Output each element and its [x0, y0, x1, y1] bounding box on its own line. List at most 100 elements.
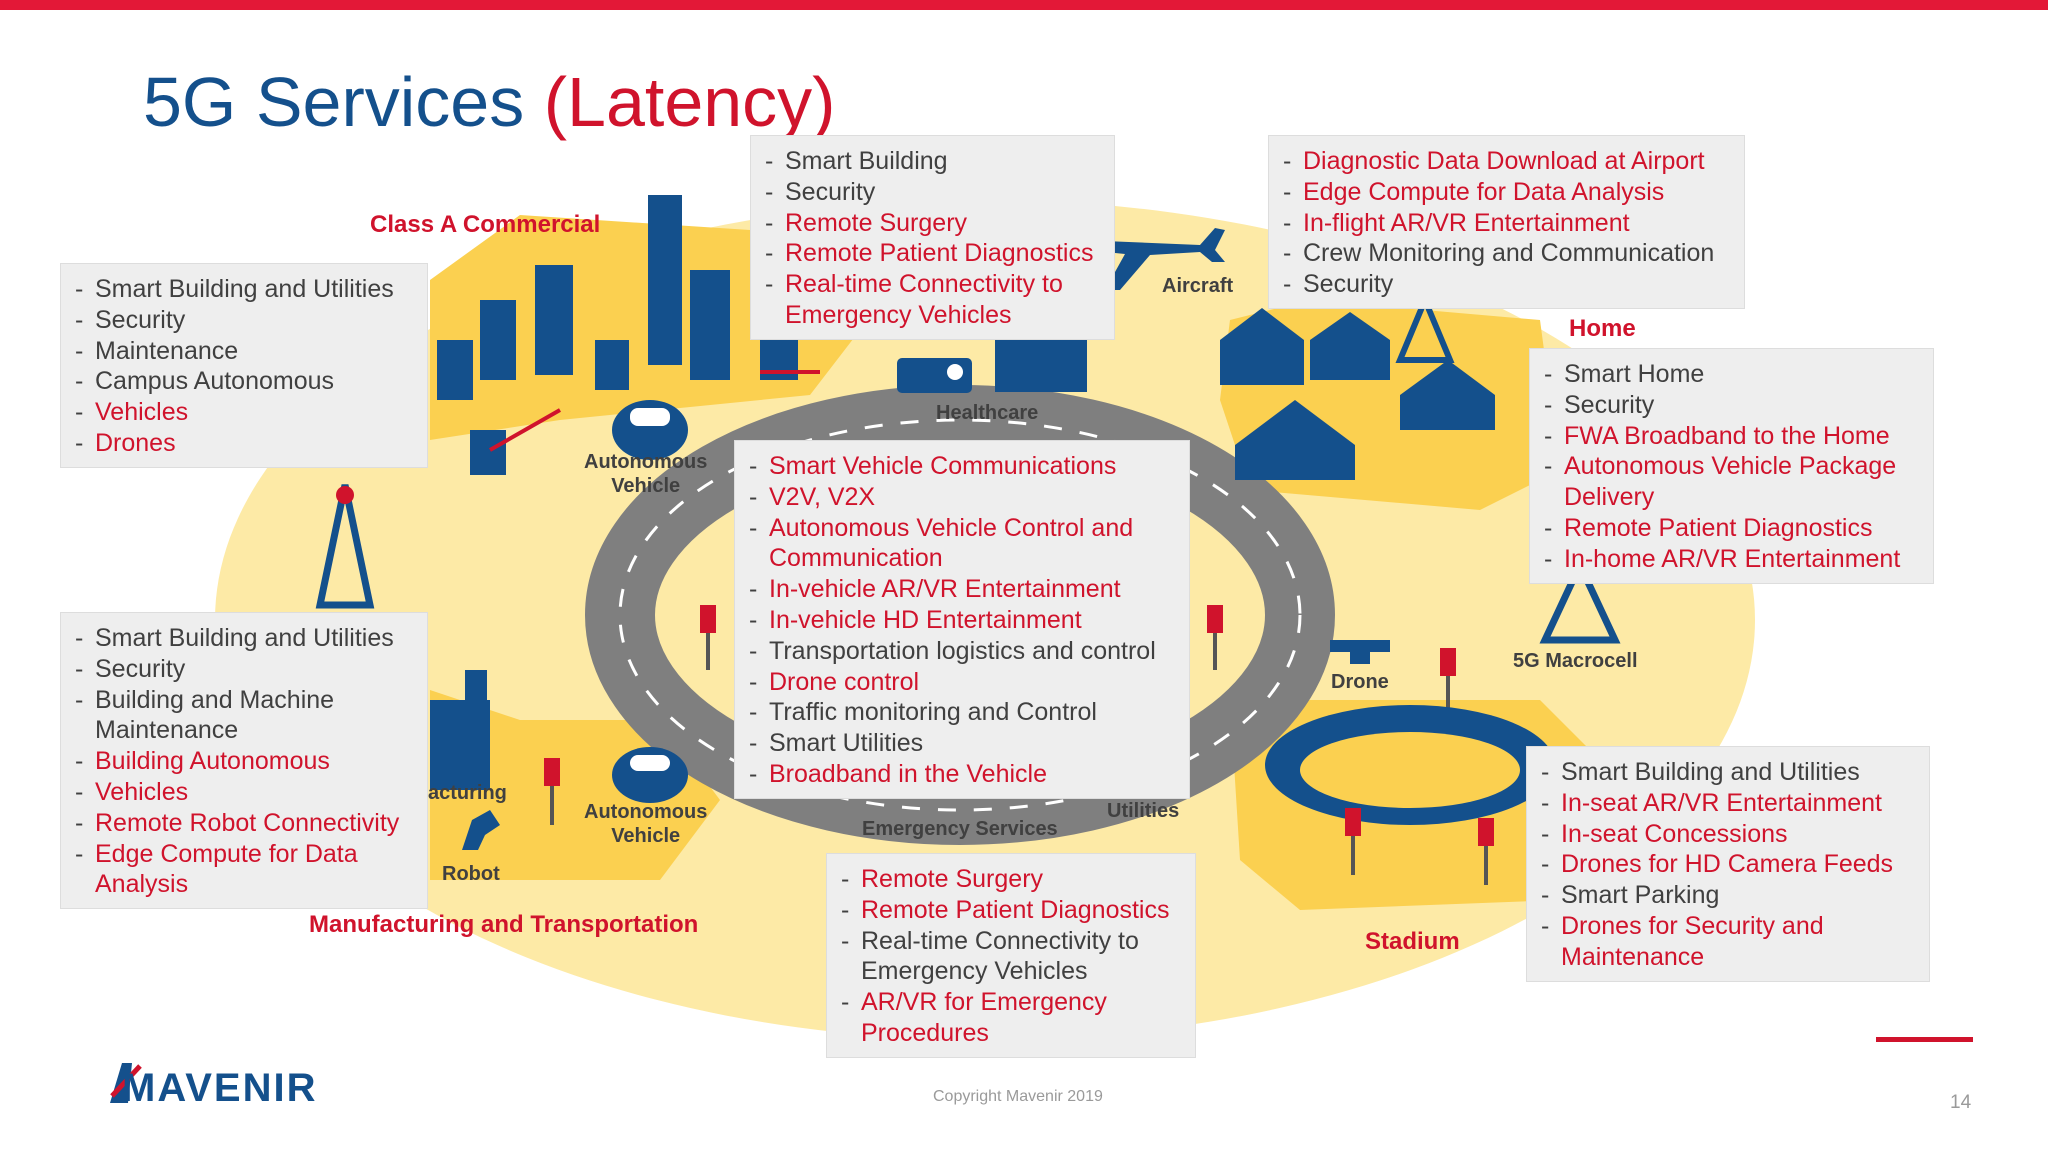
building-icon	[690, 270, 730, 380]
label-home: Home	[1569, 315, 1636, 342]
house-icon	[1220, 308, 1304, 385]
box-vehicle-services: Smart Vehicle CommunicationsV2V, V2XAuto…	[734, 440, 1190, 799]
building-icon	[648, 195, 682, 365]
service-item: Building and Machine Maintenance	[75, 685, 413, 747]
service-item: In-home AR/VR Entertainment	[1544, 544, 1919, 575]
service-item: Autonomous Vehicle Package Delivery	[1544, 451, 1919, 513]
mavenir-logo: MAVENIR	[122, 1066, 318, 1110]
small-cell-icon	[1207, 605, 1223, 633]
box-home-services: Smart HomeSecurityFWA Broadband to the H…	[1529, 348, 1934, 584]
service-item: Drones for Security and Maintenance	[1541, 911, 1915, 973]
service-item: In-flight AR/VR Entertainment	[1283, 208, 1730, 239]
small-cell-icon	[1345, 808, 1361, 836]
service-item: In-vehicle AR/VR Entertainment	[749, 574, 1175, 605]
page-number: 14	[1950, 1092, 1972, 1113]
building-icon	[437, 340, 473, 400]
label-emergency-services: Emergency Services	[862, 818, 1058, 840]
service-item: Smart Vehicle Communications	[749, 451, 1175, 482]
service-item: V2V, V2X	[749, 482, 1175, 513]
service-item: Smart Building	[765, 146, 1100, 177]
box-stadium-services: Smart Building and UtilitiesIn-seat AR/V…	[1526, 746, 1930, 982]
service-item: Security	[765, 177, 1100, 208]
service-item: Smart Building and Utilities	[1541, 757, 1915, 788]
label-autonomous-vehicle-top: Autonomous Vehicle	[584, 451, 708, 497]
service-item: Real-time Connectivity to Emergency Vehi…	[765, 269, 1100, 331]
service-item: Smart Building and Utilities	[75, 623, 413, 654]
service-item: Traffic monitoring and Control	[749, 697, 1175, 728]
label-autonomous-vehicle-bottom: Autonomous Vehicle	[584, 801, 708, 847]
service-item: Real-time Connectivity to Emergency Vehi…	[841, 926, 1181, 988]
service-item: Maintenance	[75, 336, 413, 367]
service-item: Smart Parking	[1541, 880, 1915, 911]
service-item: Smart Building and Utilities	[75, 274, 413, 305]
service-item: Security	[75, 305, 413, 336]
label-aircraft: Aircraft	[1162, 275, 1234, 297]
label-utilities: Utilities	[1107, 800, 1180, 822]
tower-icon	[1395, 292, 1455, 363]
copyright-text: Copyright Mavenir 2019	[933, 1088, 1103, 1105]
service-item: Smart Utilities	[749, 728, 1175, 759]
box-commercial-services: Smart Building and UtilitiesSecurityMain…	[60, 263, 428, 468]
service-item: Security	[1283, 269, 1730, 300]
service-item: In-seat AR/VR Entertainment	[1541, 788, 1915, 819]
label-class-a-commercial: Class A Commercial	[370, 211, 601, 238]
service-item: Transportation logistics and control	[749, 636, 1175, 667]
tower-icon	[315, 484, 375, 609]
footer-red-line	[1876, 1037, 1973, 1042]
service-item: In-vehicle HD Entertainment	[749, 605, 1175, 636]
label-manufacturing-transportation: Manufacturing and Transportation	[309, 911, 699, 938]
box-manufacturing-services: Smart Building and UtilitiesSecurityBuil…	[60, 612, 428, 910]
service-item: Drones for HD Camera Feeds	[1541, 849, 1915, 880]
service-item: Smart Home	[1544, 359, 1919, 390]
factory-icon	[430, 700, 490, 790]
service-item: Remote Patient Diagnostics	[1544, 513, 1919, 544]
mavenir-logo-mark	[110, 1063, 142, 1103]
label-healthcare: Healthcare	[936, 402, 1039, 424]
label-robot: Robot	[442, 863, 500, 885]
small-cell-icon	[700, 605, 716, 633]
box-emergency-services: Remote SurgeryRemote Patient Diagnostics…	[826, 853, 1196, 1058]
service-item: FWA Broadband to the Home	[1544, 421, 1919, 452]
service-item: Autonomous Vehicle Control and Communica…	[749, 513, 1175, 575]
box-healthcare-services: Smart BuildingSecurityRemote SurgeryRemo…	[750, 135, 1115, 340]
page-title: 5G Services (Latency)	[143, 62, 836, 142]
service-item: Remote Robot Connectivity	[75, 808, 413, 839]
label-manufacturing-partial: acturing	[428, 782, 507, 804]
service-item: Broadband in the Vehicle	[749, 759, 1175, 790]
hospital-icon	[995, 337, 1087, 392]
label-stadium: Stadium	[1365, 928, 1460, 955]
robot-arm-icon	[462, 810, 500, 850]
macrocell-tower-icon	[1539, 556, 1621, 644]
service-item: Diagnostic Data Download at Airport	[1283, 146, 1730, 177]
service-item: Security	[1544, 390, 1919, 421]
road-dashes	[618, 418, 1302, 812]
service-item: AR/VR for Emergency Procedures	[841, 987, 1181, 1049]
small-cell-icon	[1440, 648, 1456, 676]
service-item: In-seat Concessions	[1541, 819, 1915, 850]
service-item: Remote Patient Diagnostics	[841, 895, 1181, 926]
house-icon	[1400, 360, 1495, 430]
service-item: Campus Autonomous	[75, 366, 413, 397]
title-main: 5G Services	[143, 63, 525, 141]
label-macrocell: 5G Macrocell	[1513, 650, 1638, 672]
building-icon	[470, 430, 506, 475]
service-item: Drone control	[749, 667, 1175, 698]
service-item: Building Autonomous	[75, 746, 413, 777]
service-item: Vehicles	[75, 777, 413, 808]
label-drone: Drone	[1331, 671, 1389, 693]
building-icon	[480, 300, 516, 380]
service-item: Remote Patient Diagnostics	[765, 238, 1100, 269]
house-icon	[1235, 400, 1355, 480]
service-item: Vehicles	[75, 397, 413, 428]
small-cell-icon	[544, 758, 560, 786]
top-accent-bar	[0, 0, 2048, 10]
title-accent: (Latency)	[543, 63, 836, 141]
service-item: Drones	[75, 428, 413, 459]
building-icon	[595, 340, 629, 390]
box-aircraft-services: Diagnostic Data Download at AirportEdge …	[1268, 135, 1745, 309]
house-icon	[1310, 312, 1390, 380]
service-item: Security	[75, 654, 413, 685]
service-item: Remote Surgery	[765, 208, 1100, 239]
service-item: Crew Monitoring and Communication	[1283, 238, 1730, 269]
drone-icon	[1330, 640, 1390, 652]
